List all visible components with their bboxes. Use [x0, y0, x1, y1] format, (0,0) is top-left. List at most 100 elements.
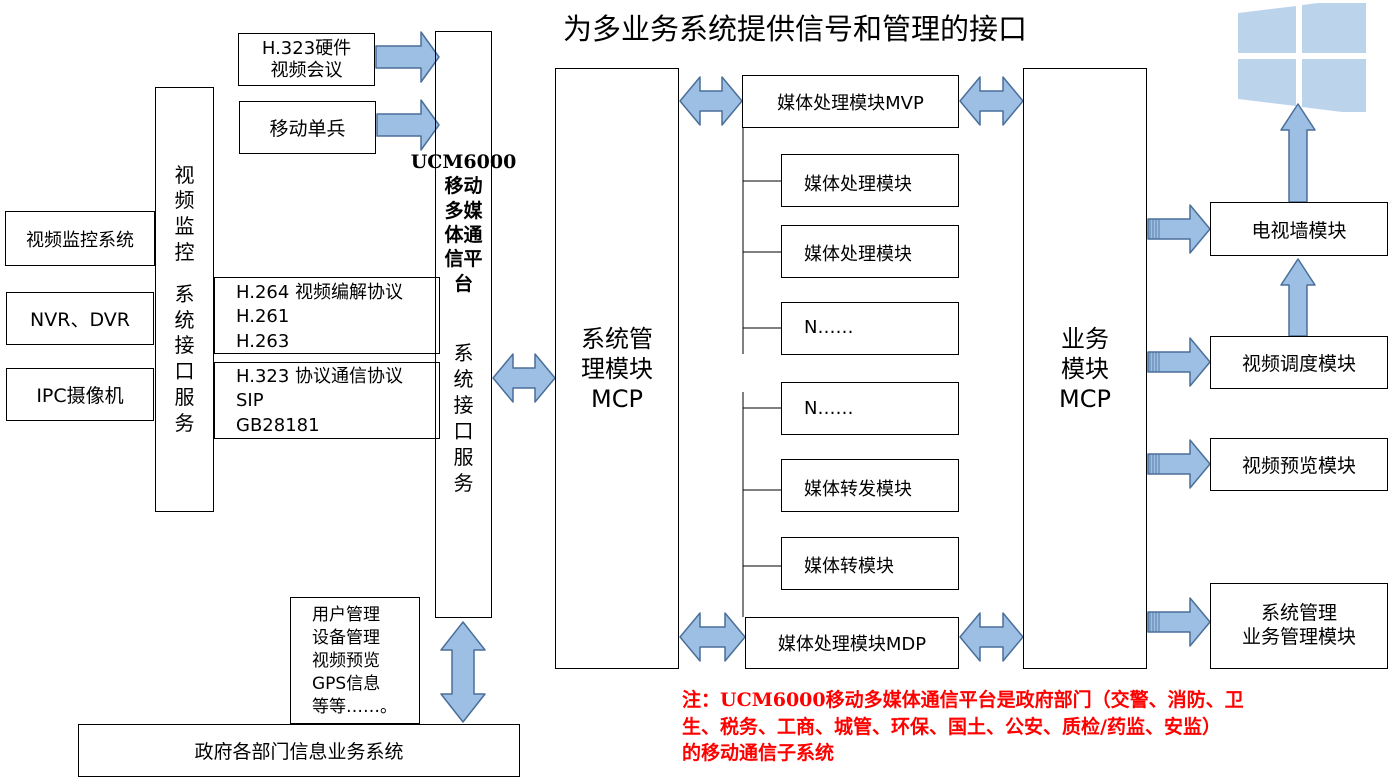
vmi-char: 控: [174, 239, 195, 264]
vmi-char: 监: [174, 214, 195, 239]
video-preview-module: 视频预览模块: [1210, 438, 1388, 491]
system-business-management-module: 系统管理 业务管理模块: [1210, 583, 1388, 669]
tv-wall-module: 电视墙模块: [1210, 202, 1388, 256]
arrow-double-horizontal: [679, 612, 746, 662]
footnote-line: 注：UCM6000移动多媒体通信平台是政府部门（交警、消防、卫: [682, 689, 1244, 711]
platform-interface-char: 接: [453, 393, 474, 417]
media-module-label: 媒体处理模块: [804, 174, 912, 195]
vmi-char: 服: [174, 384, 195, 409]
right-module-label: 业务管理模块: [1241, 626, 1356, 648]
arrow-double-horizontal: [959, 76, 1024, 126]
codec-protocol-box: H.264 视频编解协议 H.261 H.263: [214, 277, 440, 354]
mcp-business-line: MCP: [1059, 384, 1111, 413]
right-module-label: 电视墙模块: [1251, 219, 1347, 242]
government-info-system: 政府各部门信息业务系统: [78, 724, 520, 777]
platform-interface-char: 统: [453, 367, 474, 391]
media-module-n: N……: [781, 302, 959, 355]
vmi-char: 频: [174, 188, 195, 213]
media-transfer-module: 媒体转模块: [781, 537, 959, 590]
arrow-up: [1280, 258, 1316, 337]
media-module-label: 媒体转发模块: [804, 479, 912, 500]
arrow-right: [1147, 204, 1211, 254]
vmi-char: 务: [174, 410, 195, 435]
source-line: H.323硬件: [261, 37, 352, 59]
media-module-label: 媒体处理模块MDP: [777, 634, 927, 655]
media-module-label: N……: [804, 398, 854, 419]
right-module-label: 视频预览模块: [1241, 455, 1356, 477]
left-input-label: NVR、DVR: [30, 309, 130, 331]
right-module-label: 视频调度模块: [1241, 353, 1356, 375]
protocol-line: H.263: [236, 330, 290, 352]
diagram-title: 为多业务系统提供信号和管理的接口: [562, 12, 1027, 46]
left-input-ipc-camera: IPC摄像机: [6, 368, 154, 421]
footnote: 注：UCM6000移动多媒体通信平台是政府部门（交警、消防、卫 生、税务、工商、…: [682, 687, 1244, 767]
mcp-system-line: MCP: [591, 384, 643, 413]
vmi-char: 统: [174, 307, 195, 332]
arrow-double-vertical: [440, 621, 486, 723]
platform-name-line: 台: [453, 272, 473, 295]
platform-interface-char: 系: [453, 341, 474, 365]
footnote-line: 生、税务、工商、城管、环保、国土、公安、质检/药监、安监）: [682, 715, 1221, 738]
arrow-double-horizontal: [492, 353, 556, 403]
platform-interface-service: 系 统 接 口 服 务: [435, 340, 492, 496]
media-module-mvp: 媒体处理模块MVP: [742, 75, 959, 128]
protocol-line: GB28181: [236, 414, 320, 436]
mcp-system-line: 系统管: [581, 324, 653, 353]
video-dispatch-module: 视频调度模块: [1210, 336, 1388, 389]
function-line: 视频预览: [312, 650, 380, 671]
platform-name-line: 移动: [444, 175, 483, 198]
right-module-label: 系统管理: [1260, 602, 1337, 625]
arrow-right: [376, 99, 440, 151]
function-line: 设备管理: [312, 627, 380, 648]
arrow-right: [375, 31, 440, 83]
media-forward-module: 媒体转发模块: [781, 459, 959, 512]
protocol-line: SIP: [236, 390, 264, 412]
platform-interface-char: 务: [453, 471, 474, 495]
left-input-video-monitoring: 视频监控系统: [5, 211, 155, 266]
arrow-right: [1147, 337, 1211, 387]
left-input-label: 视频监控系统: [26, 229, 134, 251]
ucm6000-platform-box: [435, 31, 492, 618]
function-line: GPS信息: [312, 673, 381, 694]
media-module-label: 媒体转模块: [804, 556, 894, 577]
left-input-nvr-dvr: NVR、DVR: [6, 292, 154, 345]
arrow-double-horizontal: [679, 76, 743, 126]
platform-name: UCM6000 移动 多媒 体通 信平 台: [411, 150, 517, 296]
vmi-char: 视: [174, 162, 195, 187]
arrow-up: [1280, 103, 1316, 203]
government-system-label: 政府各部门信息业务系统: [194, 741, 404, 763]
platform-interface-char: 口: [453, 419, 474, 443]
vmi-char: 接: [174, 333, 195, 358]
platform-name-line: 多媒: [444, 199, 483, 222]
platform-name-line: UCM6000: [410, 151, 517, 173]
mcp-business-line: 业务: [1061, 324, 1109, 353]
windows-logo-icon: [1238, 3, 1366, 112]
function-line: 等等……。: [312, 696, 397, 717]
protocol-line: H.264 视频编解协议: [236, 282, 404, 303]
source-line: 视频会议: [270, 59, 343, 81]
system-management-mcp: 系统管 理模块 MCP: [555, 68, 679, 669]
vmi-char: 系: [174, 281, 195, 306]
management-functions-box: 用户管理 设备管理 视频预览 GPS信息 等等……。: [290, 597, 420, 724]
business-module-mcp: 业务 模块 MCP: [1023, 68, 1147, 669]
media-module: 媒体处理模块: [781, 154, 959, 207]
media-module: 媒体处理模块: [781, 225, 959, 278]
comm-protocol-box: H.323 协议通信协议 SIP GB28181: [214, 362, 440, 439]
function-line: 用户管理: [312, 605, 380, 625]
vmi-char: 口: [174, 359, 195, 384]
video-monitor-interface-service: 视 频 监 控 系 统 接 口 服 务: [155, 87, 214, 512]
media-module-n: N……: [781, 382, 959, 435]
source-h323-conference: H.323硬件 视频会议: [238, 33, 375, 86]
media-module-label: N……: [804, 317, 854, 338]
left-input-label: IPC摄像机: [36, 385, 124, 407]
media-module-label: 媒体处理模块MVP: [777, 92, 924, 114]
platform-interface-char: 服: [453, 445, 474, 469]
platform-name-line: 信平: [444, 248, 483, 271]
arrow-right: [1147, 439, 1211, 489]
source-line: 移动单兵: [269, 118, 346, 140]
media-module-label: 媒体处理模块: [804, 244, 912, 265]
footnote-line: 的移动通信子系统: [682, 742, 835, 765]
mcp-business-line: 模块: [1061, 354, 1109, 383]
source-mobile-unit: 移动单兵: [239, 101, 376, 154]
